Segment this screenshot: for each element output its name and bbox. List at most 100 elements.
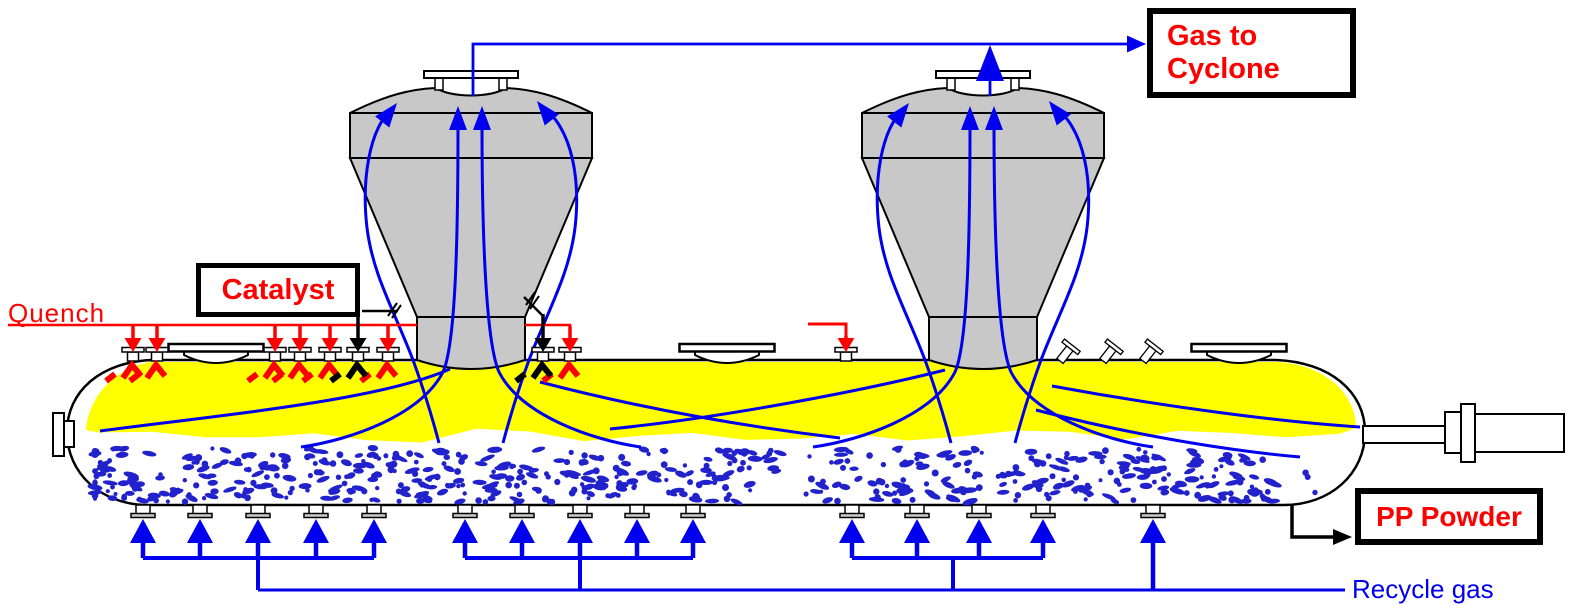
- bottom-nozzle-flange: [187, 512, 213, 519]
- powder-dot: [92, 468, 98, 474]
- powder-dot: [958, 450, 972, 456]
- powder-dot: [834, 452, 848, 457]
- powder-dot: [803, 491, 809, 497]
- powder-dot: [456, 483, 461, 489]
- quench-header-pipe: [525, 323, 572, 339]
- powder-dot: [396, 498, 402, 504]
- powder-dot: [153, 497, 160, 504]
- tilted-nozzle-cap: [1061, 338, 1082, 356]
- spray-glyph: [301, 371, 314, 384]
- powder-dot: [736, 465, 745, 473]
- powder-dot: [1075, 456, 1088, 463]
- powder-dot: [591, 484, 604, 490]
- gas-streamline: [812, 124, 972, 449]
- powder-dot: [632, 483, 638, 489]
- powder-dot: [340, 459, 352, 467]
- flange-stub: [434, 77, 444, 91]
- streamline-arrowhead: [473, 106, 491, 130]
- powder-dot: [535, 487, 542, 494]
- powder-dot: [1211, 474, 1217, 479]
- powder-dot: [849, 466, 859, 471]
- powder-dot: [327, 484, 343, 493]
- flow-curve: [609, 368, 946, 431]
- powder-dot: [475, 497, 482, 504]
- powder-dot: [454, 498, 466, 505]
- powder-dot: [1225, 454, 1232, 461]
- powder-dot: [868, 497, 885, 502]
- tilted-nozzle: [1138, 338, 1165, 365]
- powder-dot: [586, 491, 595, 497]
- spray-glyph: [271, 371, 284, 384]
- powder-dot: [952, 461, 962, 468]
- powder-dot: [1102, 493, 1116, 500]
- powder-dot: [971, 474, 978, 480]
- powder-dot: [91, 447, 99, 455]
- recycle-arrowhead: [966, 519, 992, 543]
- powder-dot: [87, 484, 103, 491]
- powder-dot: [271, 492, 284, 499]
- bottom-nozzle-flange: [839, 512, 865, 519]
- spray-glyph: [120, 360, 144, 380]
- powder-dot: [454, 468, 461, 475]
- powder-dot: [270, 487, 278, 495]
- powder-dot: [422, 466, 434, 473]
- powder-dot: [1186, 462, 1202, 468]
- powder-dot: [810, 489, 822, 494]
- powder-dot: [512, 464, 516, 469]
- powder-dot: [1312, 489, 1318, 496]
- powder-dot: [1229, 471, 1243, 479]
- powder-dot: [1183, 490, 1190, 496]
- powder-dot: [596, 475, 610, 483]
- powder-dot: [267, 465, 280, 472]
- powder-dot: [181, 498, 189, 505]
- spray-glyph: [246, 371, 259, 384]
- powder-dot: [1166, 472, 1172, 477]
- powder-dot: [196, 465, 210, 473]
- powder-dot: [647, 475, 662, 483]
- powder-dot: [422, 495, 433, 502]
- powder-dot: [731, 450, 738, 456]
- powder-dot: [185, 455, 198, 462]
- powder-dot: [244, 494, 251, 502]
- powder-dot: [635, 470, 648, 476]
- powder-dot: [1186, 448, 1198, 454]
- bottom-nozzle-flange: [624, 512, 650, 519]
- bottom-nozzle-flange: [966, 512, 992, 519]
- top-nozzle-stem: [381, 351, 395, 362]
- hopper: [300, 70, 642, 449]
- bottom-nozzle-stem: [308, 504, 324, 515]
- powder-dot: [1217, 491, 1230, 497]
- powder-dot: [722, 447, 733, 454]
- powder-dot: [513, 498, 525, 506]
- spray-glyph: [317, 360, 341, 380]
- powder-dot: [734, 448, 750, 455]
- powder-dot: [460, 482, 466, 488]
- powder-dot: [1052, 464, 1058, 469]
- powder-dot: [94, 471, 107, 477]
- powder-dot: [840, 464, 846, 471]
- bottom-nozzle-stem: [685, 504, 701, 515]
- powder-dot: [376, 456, 382, 461]
- powder-dot: [1012, 479, 1018, 484]
- drive-cylinder: [1474, 413, 1565, 453]
- gas-flow-curves: [99, 367, 1361, 459]
- gas-streamline: [363, 104, 441, 444]
- powder-dot: [1213, 467, 1219, 472]
- powder-dot: [699, 479, 713, 485]
- powder-dot: [1143, 450, 1148, 455]
- powder-dot: [131, 485, 139, 492]
- powder-dot: [1055, 457, 1069, 465]
- hopper-dome: [349, 86, 593, 114]
- powder-dot: [730, 498, 743, 506]
- bottom-nozzle-flange: [245, 512, 271, 519]
- spray-glyph: [530, 360, 554, 380]
- spray-glyph: [557, 360, 581, 380]
- gas-streamline: [875, 104, 953, 444]
- gas-to-cyclone-box: Gas to Cyclone: [1147, 8, 1356, 98]
- powder-arrowhead: [1333, 529, 1352, 545]
- gas-streamline: [992, 124, 1154, 449]
- powder-dot: [1184, 468, 1196, 475]
- powder-dot: [181, 453, 193, 460]
- powder-dot: [1014, 492, 1022, 499]
- powder-dot: [618, 453, 626, 461]
